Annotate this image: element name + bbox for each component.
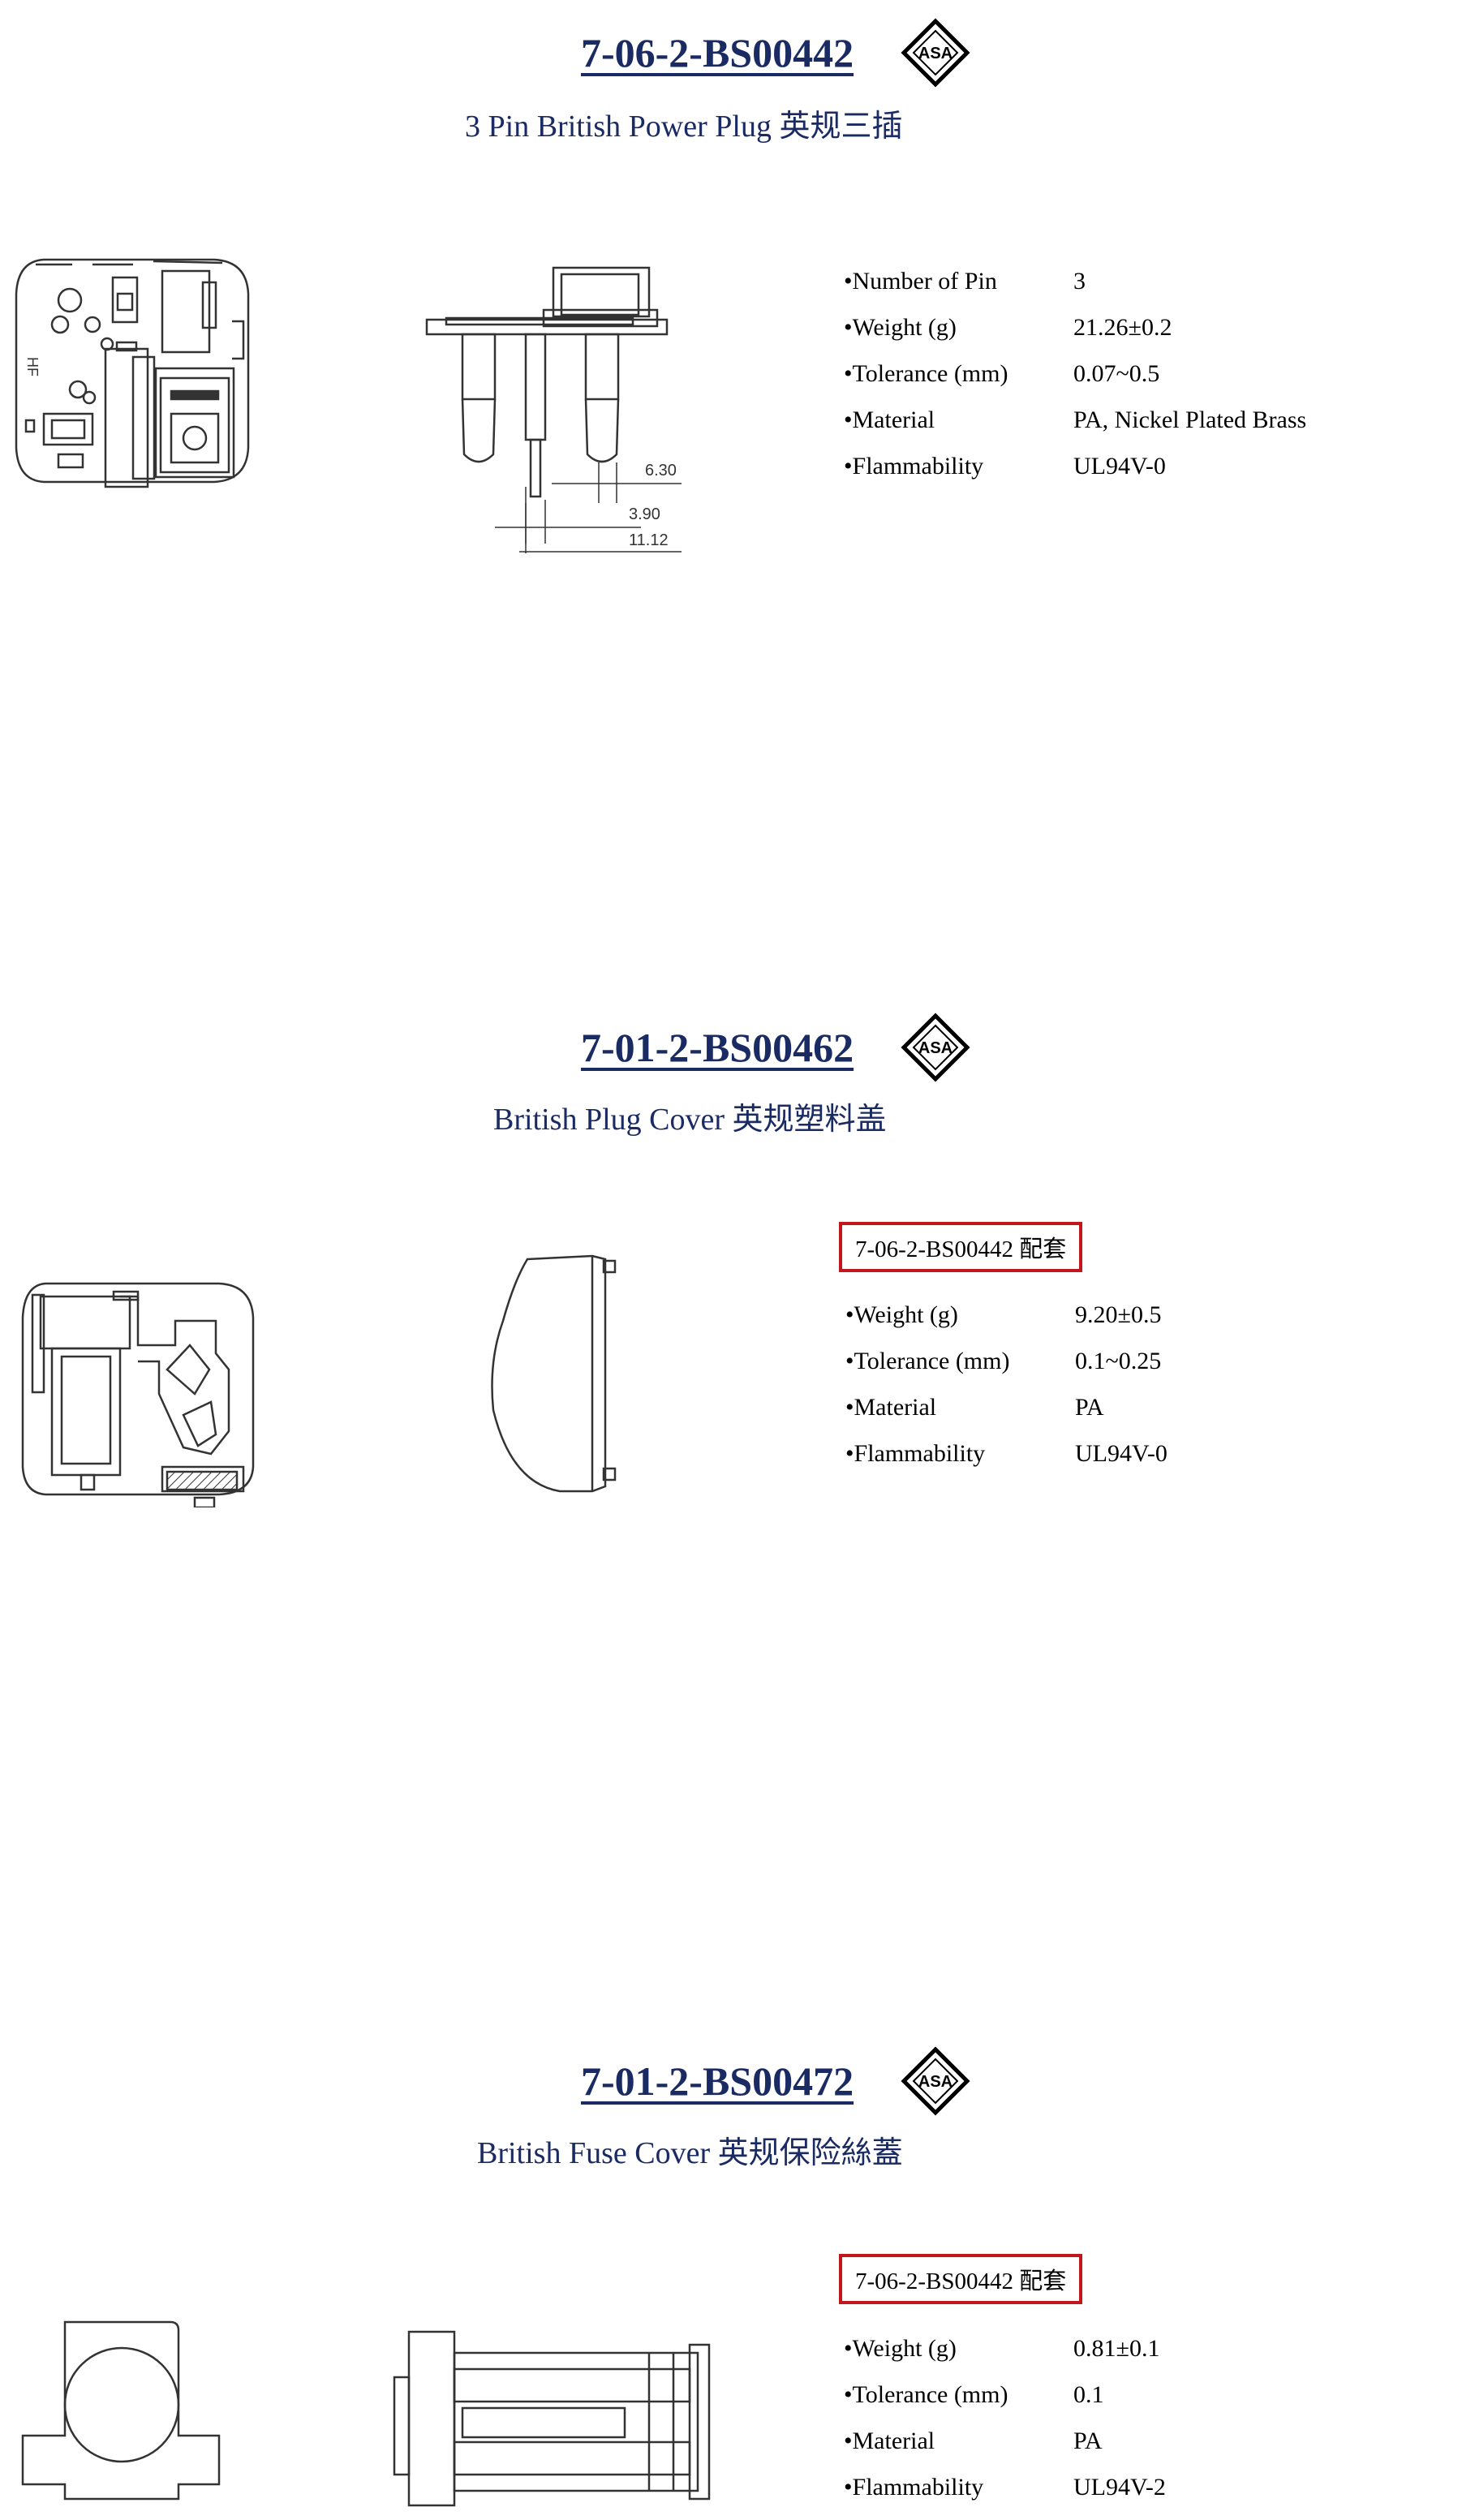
spec-label: •Number of Pin (844, 268, 997, 295)
spec-value: 0.1 (1073, 2381, 1104, 2408)
spec-value: UL94V-2 (1073, 2474, 1166, 2501)
plug-cover-top-view-drawing (21, 1282, 255, 1507)
spec-value: PA (1073, 2428, 1103, 2454)
spec-value: UL94V-0 (1075, 1440, 1168, 1467)
spec-label: •Tolerance (mm) (844, 2381, 1008, 2408)
spec-value: 9.20±0.5 (1075, 1301, 1162, 1328)
dimension-6-30: 6.30 (645, 462, 677, 479)
asa-logo-icon: ASA (901, 2046, 970, 2116)
spec-label: •Material (845, 1394, 937, 1421)
asa-logo-icon: ASA (901, 1013, 970, 1082)
spec-label: •Tolerance (mm) (845, 1348, 1010, 1374)
product-code: 7-01-2-BS00472 (581, 2058, 854, 2104)
fuse-cover-side-view-drawing (393, 2330, 711, 2507)
asa-logo-text: ASA (918, 1039, 953, 1057)
product-title: 3 Pin British Power Plug 英规三插 (465, 110, 903, 144)
compatibility-note: 7-06-2-BS00442 配套 (839, 1222, 1083, 1272)
spec-value: 21.26±0.2 (1073, 314, 1172, 341)
spec-value: 3 (1073, 268, 1086, 295)
spec-label: •Flammability (844, 2474, 984, 2501)
product-code: 7-06-2-BS00442 (581, 30, 854, 75)
asa-logo-text: ASA (918, 2073, 953, 2091)
spec-label: •Weight (g) (844, 314, 957, 341)
spec-label: •Flammability (844, 453, 984, 479)
asa-logo-text: ASA (918, 45, 953, 62)
plug-cover-side-view-drawing (491, 1254, 617, 1493)
product-title: British Fuse Cover 英规保险絲蓋 (477, 2136, 903, 2170)
dimension-3-90: 3.90 (629, 505, 660, 523)
spec-value: 0.81±0.1 (1073, 2335, 1160, 2362)
spec-label: •Material (844, 406, 935, 433)
fuse-cover-front-view-drawing (21, 2320, 221, 2501)
spec-label: •Tolerance (mm) (844, 360, 1008, 387)
product-title: British Plug Cover 英规塑料盖 (493, 1103, 887, 1137)
spec-label: •Flammability (845, 1440, 986, 1467)
spec-value: 0.1~0.25 (1075, 1348, 1162, 1374)
hf-mark: HF (24, 357, 41, 376)
compatibility-note: 7-06-2-BS00442 配套 (839, 2254, 1083, 2304)
spec-value: PA, Nickel Plated Brass (1073, 406, 1307, 433)
spec-label: •Material (844, 2428, 935, 2454)
spec-label: •Weight (g) (844, 2335, 957, 2362)
product-code: 7-01-2-BS00462 (581, 1025, 854, 1070)
asa-logo-icon: ASA (901, 18, 970, 88)
dimension-11-12: 11.12 (629, 531, 669, 549)
spec-value: PA (1075, 1394, 1104, 1421)
plug-front-view-drawing: HF (15, 258, 250, 488)
spec-label: •Weight (g) (845, 1301, 958, 1328)
plug-side-view-drawing: 6.30 3.90 11.12 (425, 266, 682, 553)
spec-value: UL94V-0 (1073, 453, 1166, 479)
spec-value: 0.07~0.5 (1073, 360, 1160, 387)
